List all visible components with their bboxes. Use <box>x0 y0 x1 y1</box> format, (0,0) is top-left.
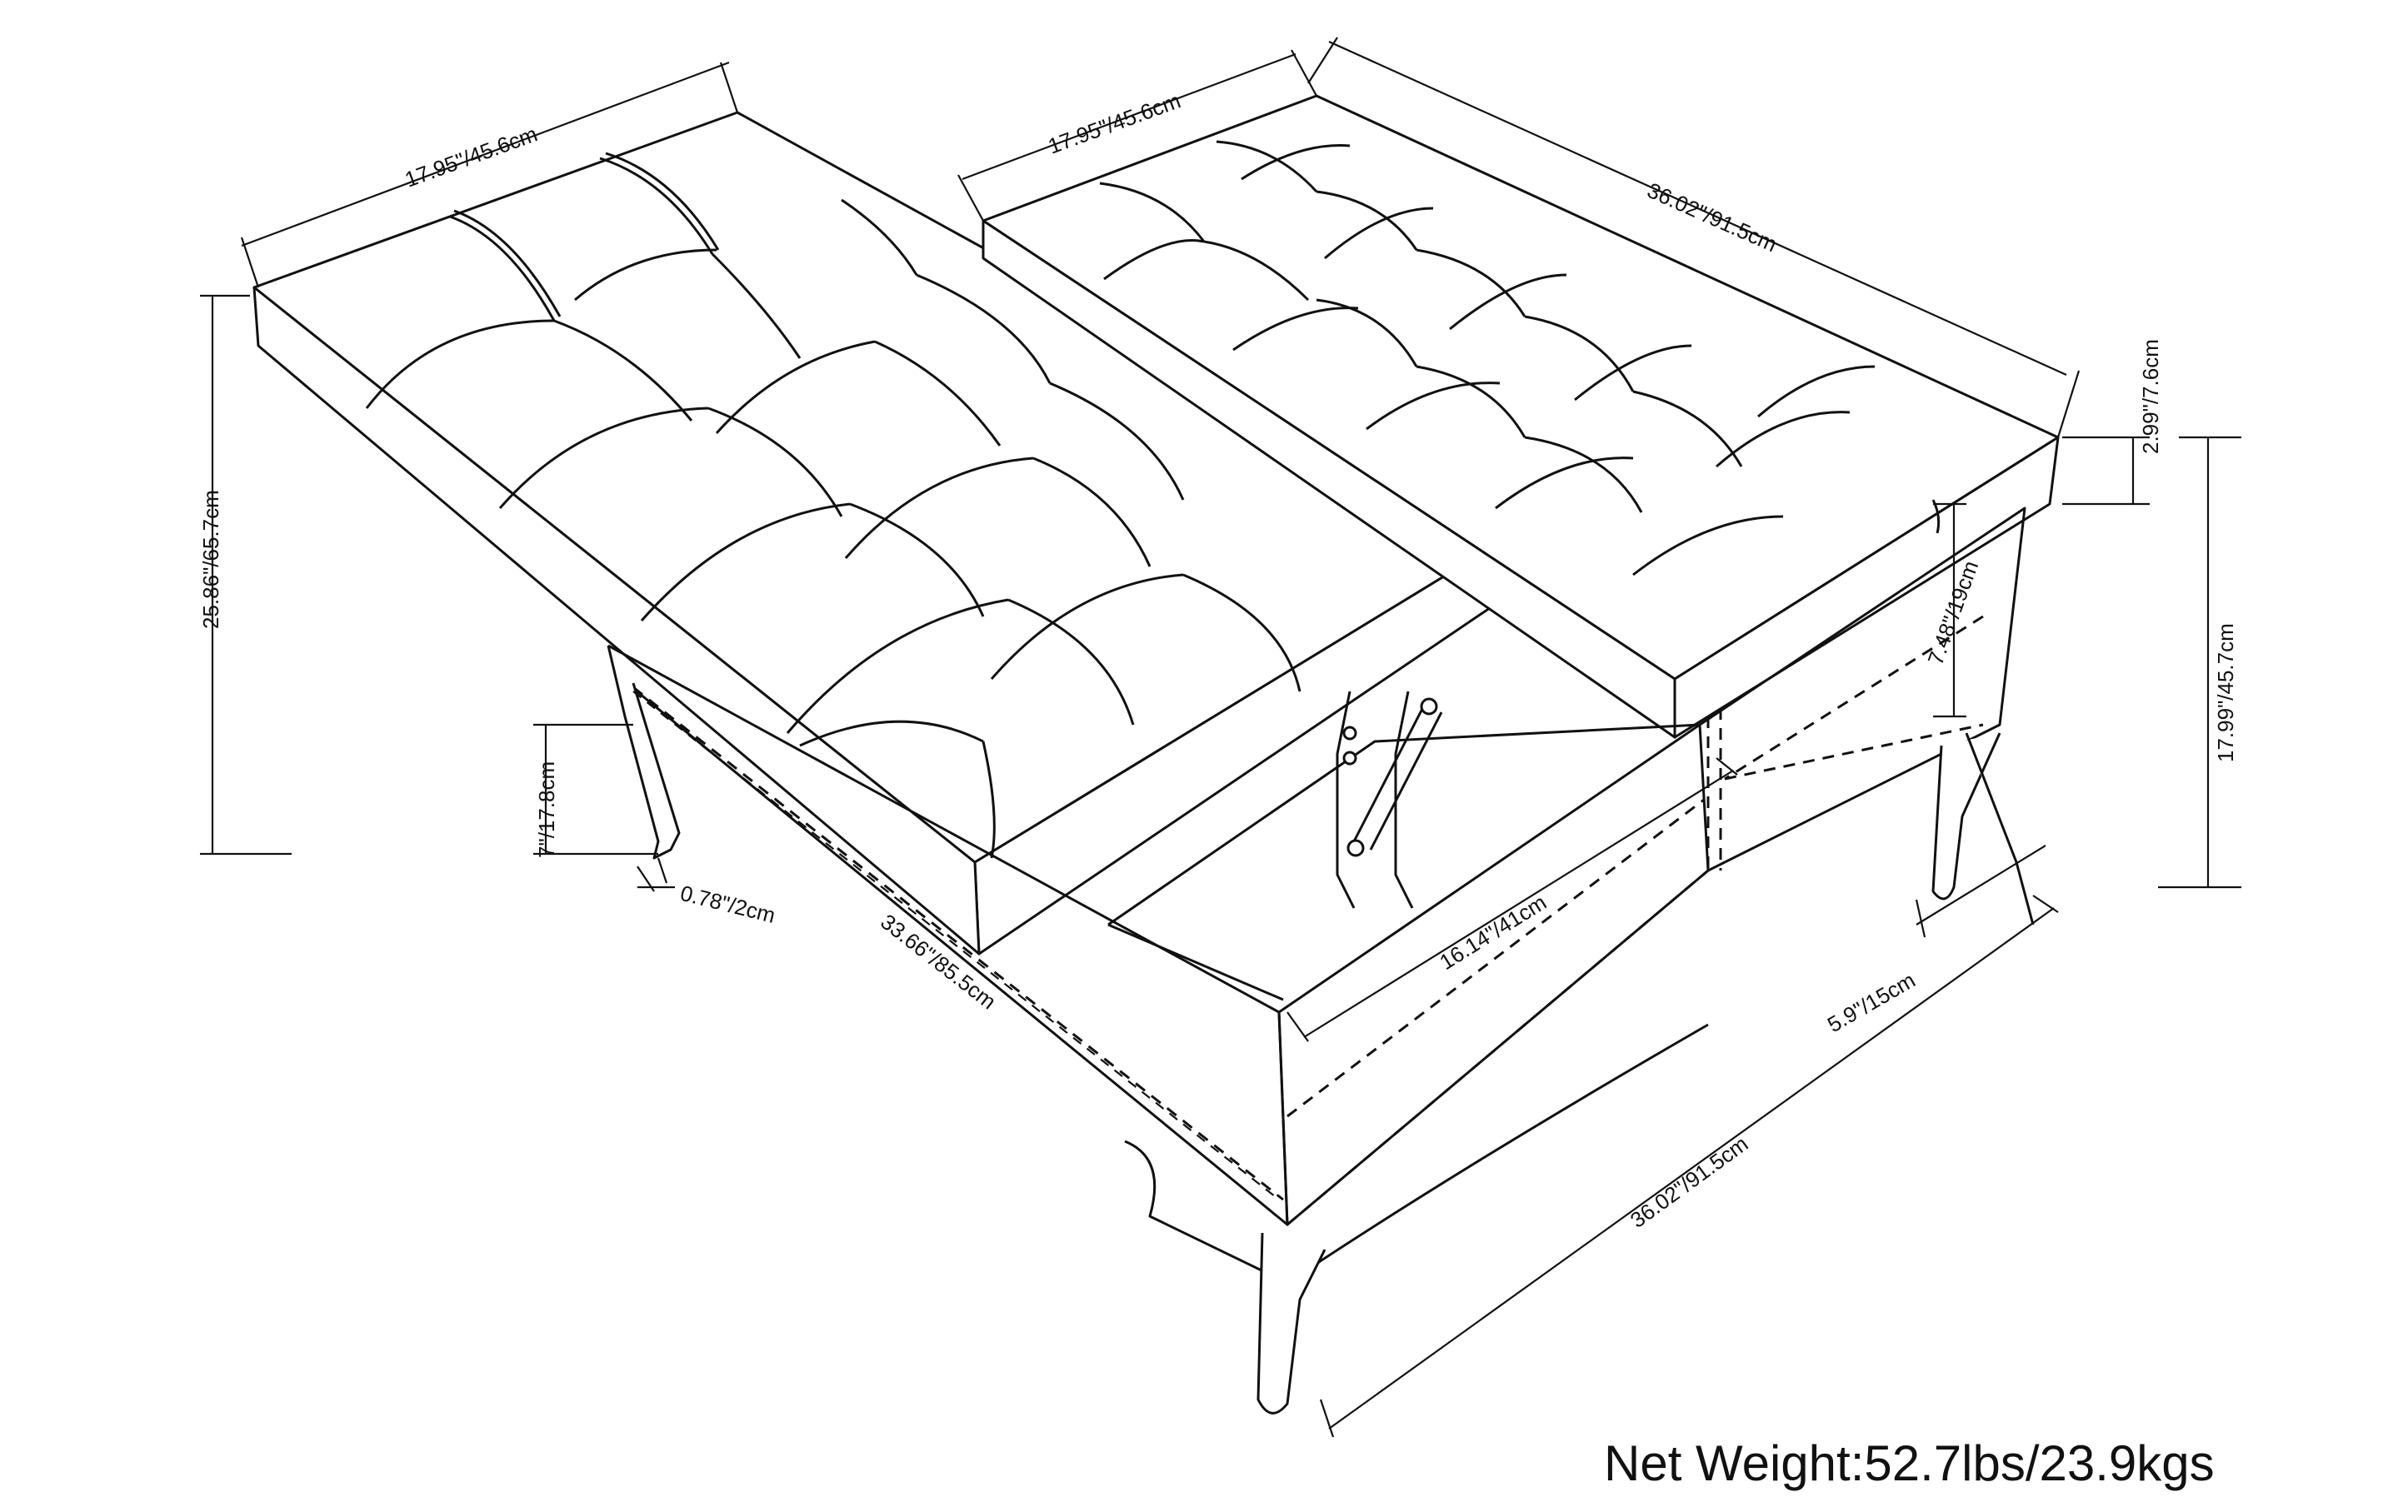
storage-tray <box>1107 723 1701 926</box>
leg-right-front <box>1965 732 2035 926</box>
label-lid-thickness: 2.99"/7.6cm <box>2138 339 2163 454</box>
leg-back-right <box>1931 732 2001 901</box>
label-inner-width: 16.14"/41cm <box>1435 890 1551 975</box>
legs <box>607 645 2035 1415</box>
label-lid-left-width: 17.95"/45.6cm <box>402 121 541 192</box>
label-lid-right-width: 17.95"/45.6cm <box>1045 87 1184 158</box>
label-bottom-length: 36.02"/91.5cm <box>1626 1131 1753 1233</box>
left-lid-tufting <box>365 152 1301 859</box>
label-leg-inset: 5.9"/15cm <box>1823 967 1920 1037</box>
right-lid <box>982 94 2060 739</box>
box-front-outline <box>1277 723 1710 1226</box>
box-side-outline <box>607 644 1289 1226</box>
leg-back-left <box>607 645 681 860</box>
right-lid-side <box>982 219 1676 739</box>
net-weight: Net Weight:52.7lbs/23.9kgs <box>1604 1435 2215 1491</box>
leg-front <box>1256 1232 1326 1415</box>
left-lid-side <box>252 286 981 956</box>
box-right-side <box>1699 506 2026 872</box>
hidden-edges <box>632 615 1984 1226</box>
label-leg-width: 0.78"/2cm <box>678 881 778 928</box>
lift-arm <box>1336 691 1443 909</box>
left-lid <box>252 111 1510 956</box>
right-lid-tufting <box>1099 140 1941 576</box>
label-seat-height: 17.99"/45.7cm <box>2213 623 2238 762</box>
label-top-length: 36.02"/91.5cm <box>1644 177 1781 257</box>
bottom-apron <box>1124 1023 1709 1285</box>
dimension-lines <box>200 37 2241 1438</box>
label-leg-height: 7"/17.8cm <box>534 761 559 858</box>
storage-body <box>607 506 2026 1285</box>
label-raised-height: 25.86"/65.7cm <box>198 490 223 629</box>
